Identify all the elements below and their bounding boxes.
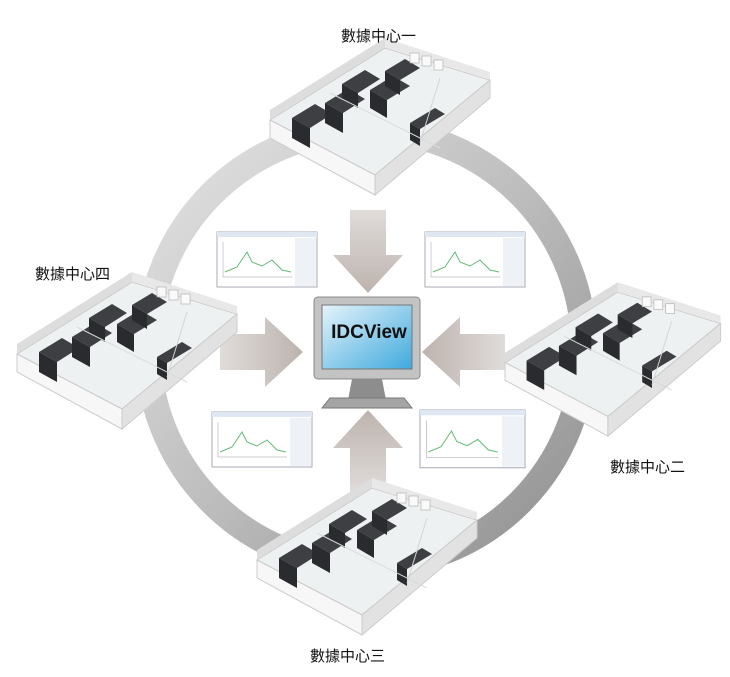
- data-center-2-label: 數據中心二: [610, 458, 686, 476]
- screenshot-thumbnail: [216, 231, 318, 288]
- screenshot-thumbnail: [424, 231, 526, 288]
- screenshot-thumbnail: [419, 409, 526, 469]
- data-center-2-room: [504, 281, 722, 437]
- data-center-3-label: 數據中心三: [310, 647, 386, 665]
- data-center-1-label: 數據中心一: [341, 27, 417, 45]
- idcview-label: IDCView: [331, 322, 407, 343]
- screenshot-thumbnail: [211, 411, 313, 468]
- arrow-from-dc2: [422, 317, 505, 387]
- data-center-3-room: [256, 477, 478, 636]
- data-center-4-label: 數據中心四: [35, 265, 111, 283]
- data-center-1-room: [269, 37, 491, 196]
- arrow-from-dc1: [333, 210, 403, 293]
- monitor-icon: [313, 296, 421, 409]
- data-center-4-room: [16, 271, 238, 430]
